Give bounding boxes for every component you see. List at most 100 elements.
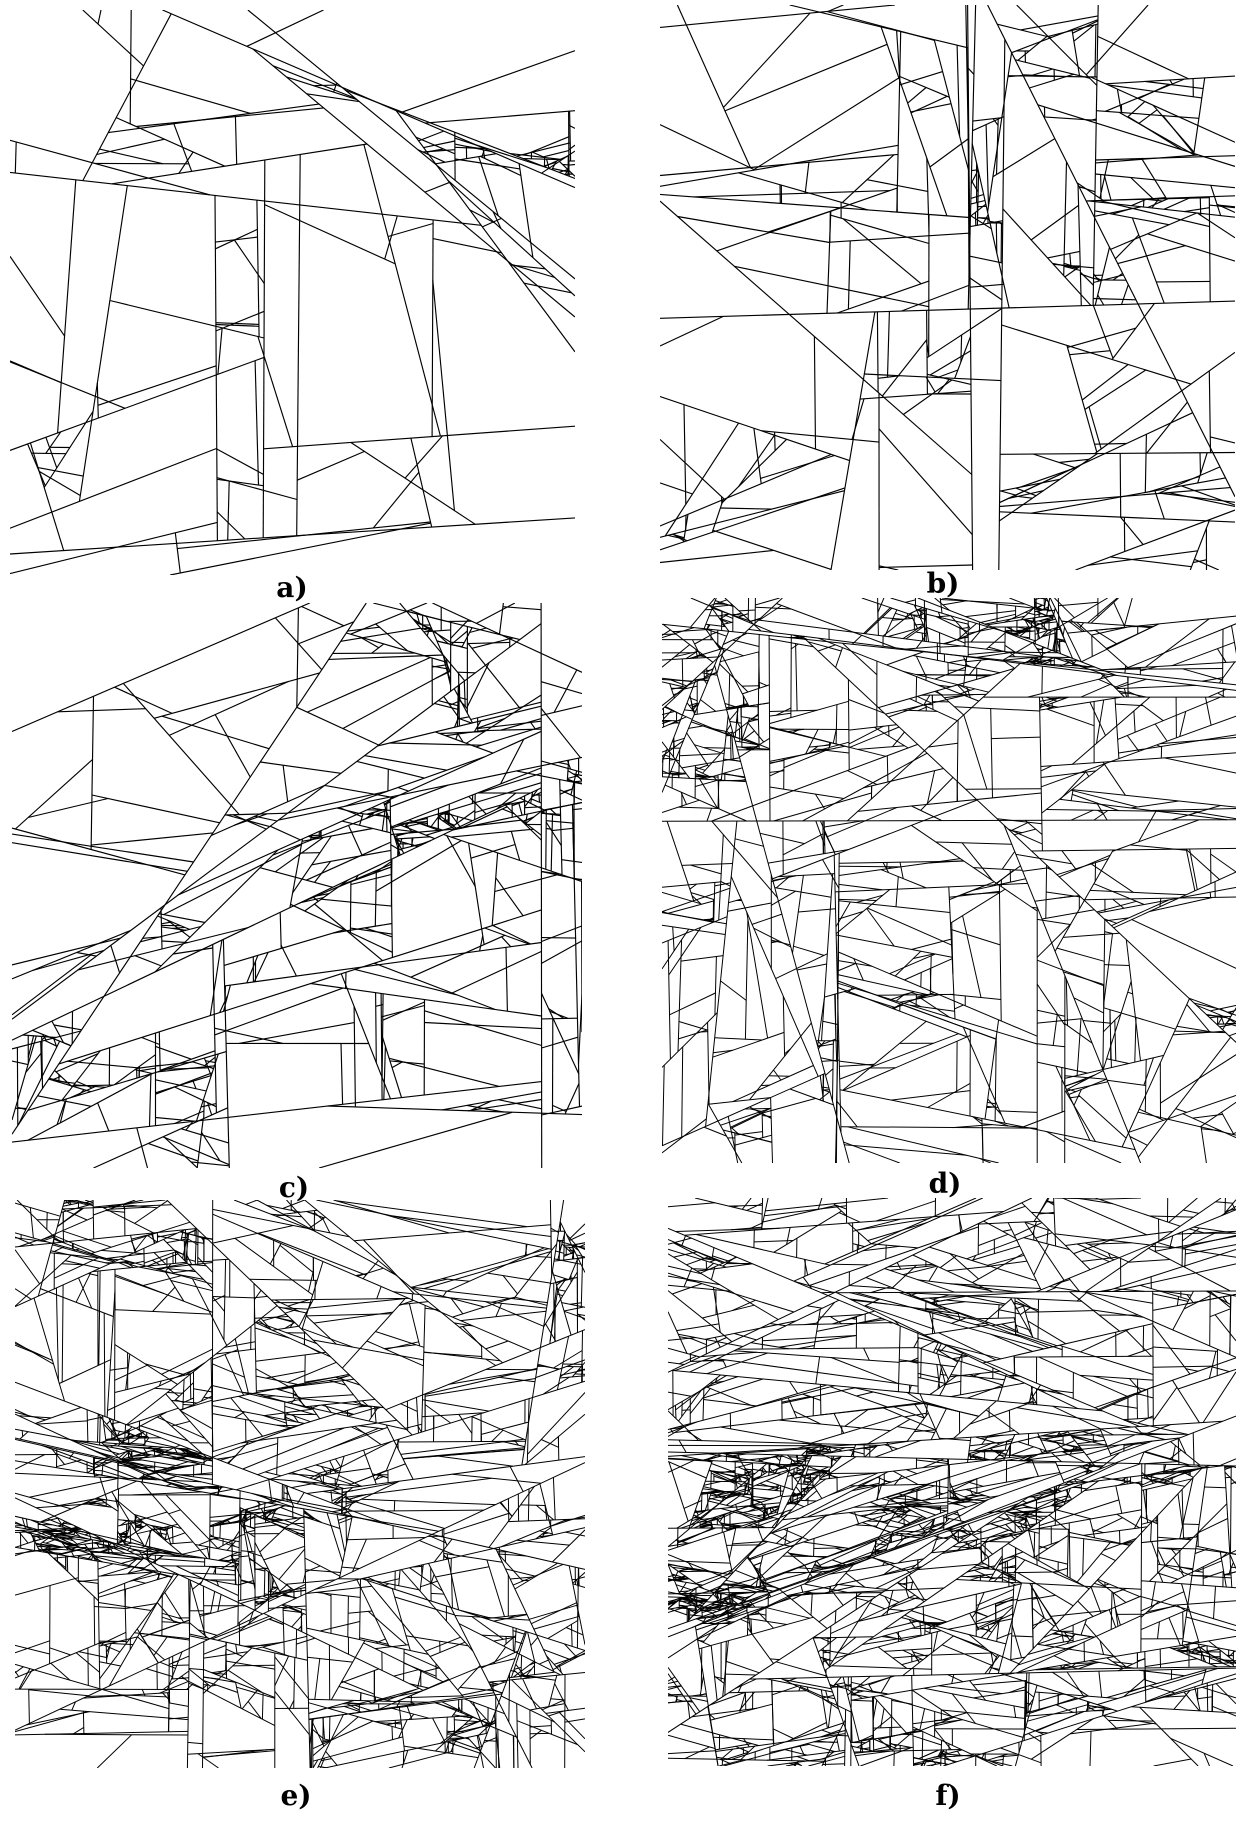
crack-segment [376, 993, 377, 1063]
crack-segment [141, 1546, 146, 1548]
crack-segment [263, 160, 265, 538]
crack-segment [1098, 1579, 1140, 1596]
crack-segment [404, 1746, 478, 1758]
crack-segment [372, 644, 384, 653]
crack-segment [169, 681, 289, 735]
crack-segment [258, 1233, 366, 1275]
crack-segment [12, 1082, 542, 1143]
crack-segment [838, 964, 856, 972]
crack-segment [499, 1681, 506, 1682]
crack-segment [213, 1297, 255, 1298]
crack-segment [222, 1563, 232, 1569]
crack-network-b [660, 5, 1235, 570]
crack-segment [987, 1107, 995, 1108]
crack-segment [662, 1119, 706, 1153]
crack-segment [858, 746, 905, 750]
crack-segment [551, 1515, 585, 1526]
crack-segment [664, 710, 672, 719]
crack-segment [682, 659, 683, 687]
crack-segment [1012, 20, 1098, 53]
crack-segment [1180, 1478, 1193, 1539]
crack-segment [312, 837, 318, 838]
crack-segment [54, 1558, 66, 1568]
crack-segment [270, 826, 300, 840]
crack-segment [1063, 972, 1104, 985]
crack-segment [524, 283, 572, 293]
crack-segment [335, 1459, 341, 1467]
crack-segment [488, 1273, 551, 1283]
crack-segment [963, 916, 981, 998]
crack-segment [210, 940, 222, 1016]
crack-segment [182, 1548, 207, 1554]
crack-segment [464, 681, 465, 706]
crack-segment [211, 1489, 233, 1493]
crack-segment [1069, 1079, 1107, 1094]
crack-segment [348, 627, 380, 631]
crack-segment [1110, 557, 1191, 567]
crack-segment [425, 111, 575, 123]
crack-segment [903, 1636, 954, 1676]
crack-segment [327, 1513, 343, 1563]
crack-segment [1182, 486, 1236, 505]
crack-segment [350, 882, 351, 933]
crack-segment [224, 1259, 226, 1340]
crack-segment [715, 665, 850, 1163]
crack-segment [255, 1542, 280, 1592]
crack-segment [283, 1608, 284, 1656]
crack-segment [1027, 1705, 1087, 1722]
crack-segment [749, 748, 754, 749]
crack-segment [401, 1404, 418, 1412]
crack-segment [1031, 478, 1225, 513]
crack-segment [154, 1637, 167, 1656]
crack-segment [54, 1076, 61, 1079]
crack-segment [668, 1667, 700, 1711]
crack-segment [1183, 669, 1222, 680]
crack-segment [730, 1449, 809, 1454]
crack-segment [1095, 25, 1096, 77]
crack-segment [1135, 1017, 1136, 1062]
crack-segment [546, 1708, 585, 1713]
crack-segment [116, 118, 225, 167]
crack-segment [986, 125, 988, 207]
crack-segment [1134, 711, 1135, 732]
crack-segment [1155, 491, 1164, 519]
crack-segment [401, 51, 575, 113]
crack-segment [921, 777, 953, 810]
crack-segment [321, 1767, 327, 1768]
crack-segment [916, 677, 917, 702]
crack-segment [167, 1393, 182, 1394]
crack-segment [887, 756, 888, 782]
crack-segment [1037, 1062, 1088, 1073]
crack-segment [22, 1431, 23, 1437]
crack-segment [100, 1417, 101, 1445]
crack-segment [1132, 920, 1236, 969]
crack-segment [15, 1250, 40, 1284]
crack-segment [236, 1682, 242, 1708]
crack-segment [695, 779, 721, 786]
crack-segment [1059, 855, 1110, 877]
crack-segment [1169, 493, 1235, 507]
crack-segment [376, 1005, 383, 1007]
crack-segment [276, 1215, 285, 1216]
crack-segment [135, 956, 161, 966]
crack-segment [888, 311, 890, 377]
crack-segment [1210, 1017, 1218, 1018]
crack-segment [1082, 365, 1128, 401]
crack-segment [79, 186, 127, 502]
crack-segment [15, 1712, 88, 1732]
crack-segment [392, 1726, 393, 1739]
crack-segment [835, 994, 836, 1041]
crack-segment [783, 996, 784, 1056]
crack-segment [515, 1563, 558, 1589]
crack-segment [542, 1037, 578, 1048]
crack-segment [124, 1205, 125, 1210]
crack-segment [530, 1726, 551, 1727]
crack-segment [98, 1103, 109, 1131]
crack-segment [364, 1240, 415, 1294]
crack-segment [981, 1541, 1010, 1542]
crack-segment [394, 1670, 418, 1676]
crack-segment [363, 1261, 378, 1279]
crack-segment [20, 1669, 32, 1689]
crack-segment [938, 379, 950, 393]
crack-segment [1115, 698, 1119, 759]
